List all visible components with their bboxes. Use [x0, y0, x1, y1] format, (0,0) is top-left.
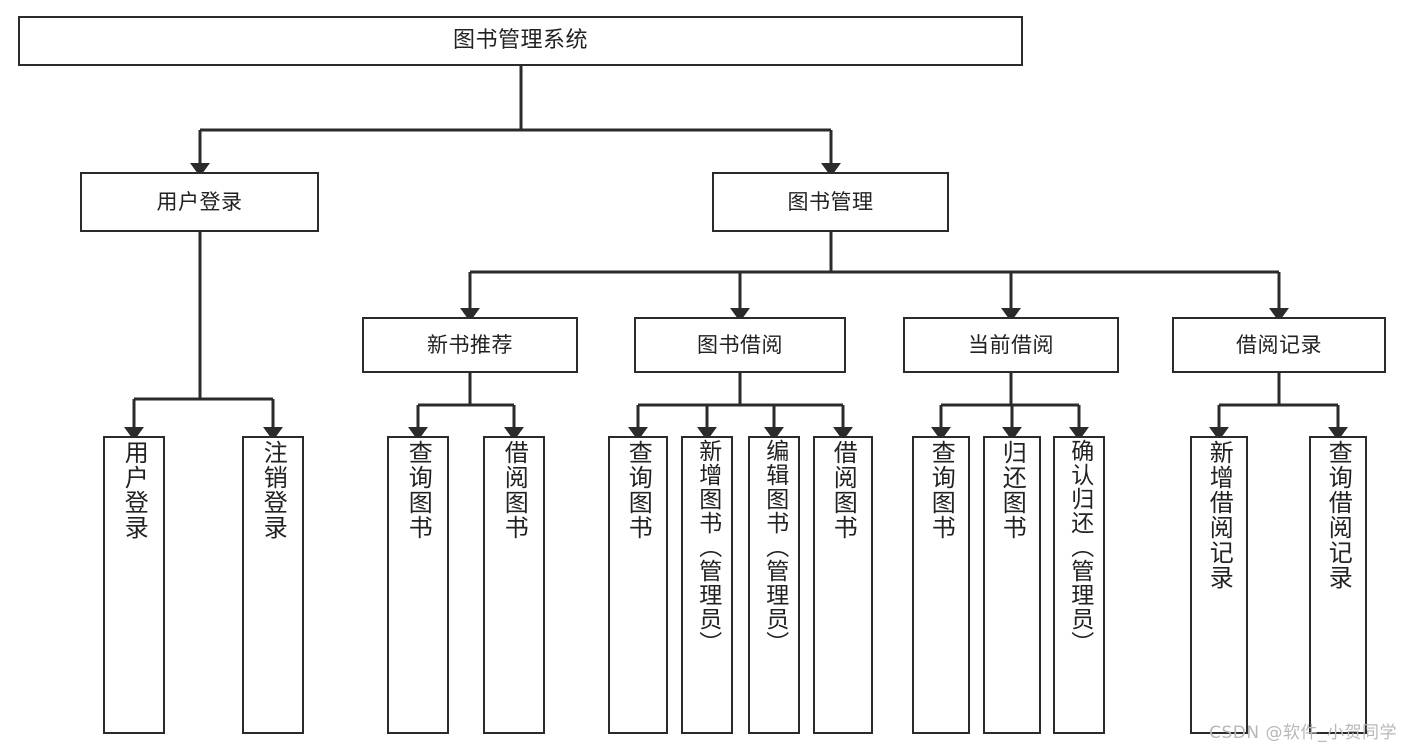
- node-label: 新书推荐: [427, 332, 513, 357]
- node-label: 确认归还（管理员）: [1066, 439, 1093, 655]
- node-history[interactable]: 借阅记录: [1172, 317, 1386, 373]
- node-leaf-return[interactable]: 归还图书: [983, 436, 1041, 734]
- node-label: 图书管理: [787, 189, 874, 214]
- node-root[interactable]: 图书管理系统: [18, 16, 1023, 66]
- node-label: 归还图书: [998, 440, 1027, 540]
- node-label: 查询图书: [624, 440, 653, 540]
- node-login[interactable]: 用户登录: [80, 172, 319, 232]
- node-label: 用户登录: [156, 189, 243, 214]
- node-label: 借阅图书: [829, 440, 858, 540]
- node-leaf-confirm-return[interactable]: 确认归还（管理员）: [1053, 436, 1105, 734]
- node-leaf-login[interactable]: 用户登录: [103, 436, 165, 734]
- node-label: 查询图书: [404, 440, 433, 540]
- node-leaf-add-rec[interactable]: 新增借阅记录: [1190, 436, 1248, 734]
- node-label: 用户登录: [120, 440, 149, 540]
- node-leaf-query-book[interactable]: 查询图书: [608, 436, 668, 734]
- node-label: 借阅记录: [1236, 332, 1322, 357]
- node-label: 查询图书: [927, 440, 956, 540]
- node-leaf-add-book[interactable]: 新增图书（管理员）: [681, 436, 733, 734]
- node-current[interactable]: 当前借阅: [903, 317, 1119, 373]
- node-borrow[interactable]: 图书借阅: [634, 317, 846, 373]
- node-newrec[interactable]: 新书推荐: [362, 317, 578, 373]
- node-leaf-query-rec[interactable]: 查询借阅记录: [1309, 436, 1367, 734]
- node-label: 当前借阅: [968, 332, 1054, 357]
- node-label: 新增图书（管理员）: [694, 439, 721, 655]
- watermark-text: CSDN @软件_小贺同学: [1209, 723, 1397, 743]
- node-bookmgmt[interactable]: 图书管理: [712, 172, 949, 232]
- node-leaf-logout[interactable]: 注销登录: [242, 436, 304, 734]
- node-label: 编辑图书（管理员）: [761, 439, 788, 655]
- connector-paths: [123, 66, 1349, 441]
- node-leaf-borrow-book[interactable]: 借阅图书: [813, 436, 873, 734]
- node-leaf-borrow-new[interactable]: 借阅图书: [483, 436, 545, 734]
- node-leaf-query-cur[interactable]: 查询图书: [912, 436, 970, 734]
- node-label: 借阅图书: [500, 440, 529, 540]
- node-label: 注销登录: [259, 440, 288, 540]
- node-label: 图书借阅: [697, 332, 783, 357]
- node-label: 图书管理系统: [452, 28, 588, 54]
- node-leaf-query-new[interactable]: 查询图书: [387, 436, 449, 734]
- node-label: 新增借阅记录: [1205, 440, 1234, 590]
- node-label: 查询借阅记录: [1324, 440, 1353, 590]
- node-leaf-edit-book[interactable]: 编辑图书（管理员）: [748, 436, 800, 734]
